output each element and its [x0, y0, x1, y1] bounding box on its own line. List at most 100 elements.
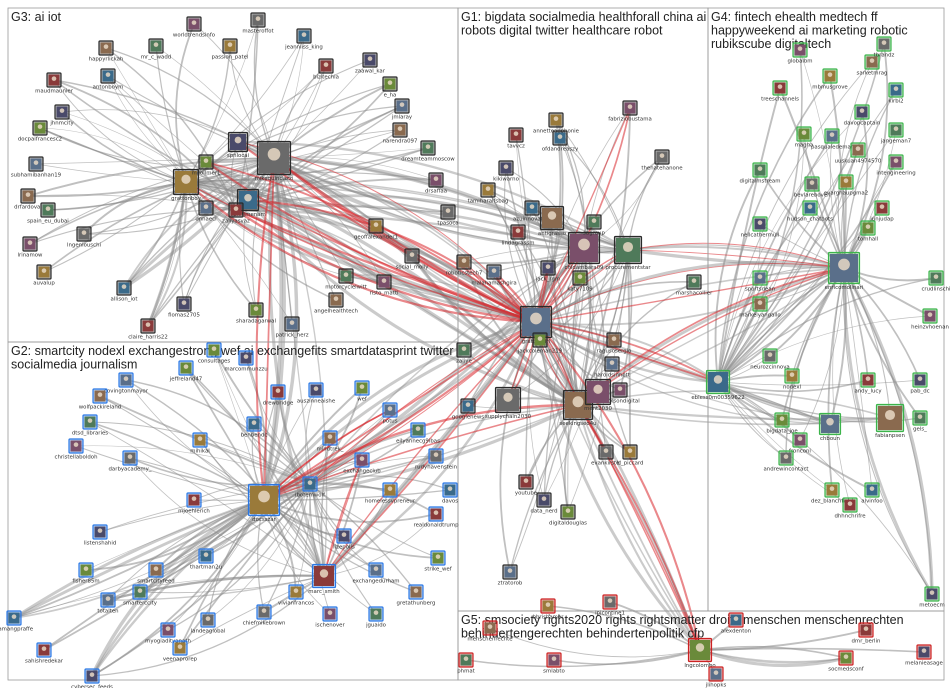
node-landeaglobal[interactable]: landeaglobal: [191, 612, 226, 635]
node-dez_blanchfield[interactable]: dez_blanchfield: [811, 482, 853, 505]
node-andy_lucy[interactable]: andy_lucy: [854, 372, 882, 395]
node-sportsdean[interactable]: sportsdean: [745, 270, 775, 293]
node-intengineering[interactable]: intengineering: [876, 154, 916, 177]
node-mvollmer1[interactable]: mvollmer1: [192, 154, 221, 177]
node-digitalmstream[interactable]: digitalmstream: [740, 162, 781, 185]
node-jack_rgm[interactable]: jack_rgm: [535, 260, 560, 283]
node-googlenews[interactable]: googlenews: [452, 398, 484, 421]
node-ofdandreaszy[interactable]: ofdandreaszy: [542, 130, 579, 153]
node-ischenover[interactable]: ischenover: [315, 606, 345, 629]
node-andrewincontact[interactable]: andrewincontact: [763, 450, 809, 473]
node-gretathunberg[interactable]: gretathunberg: [397, 584, 436, 607]
node-chboun[interactable]: chboun: [818, 412, 842, 443]
node-youtube[interactable]: youtube: [515, 474, 538, 497]
node-masteroffot[interactable]: masteroffot: [242, 12, 274, 35]
node-data_nerd[interactable]: data_nerd: [530, 492, 558, 515]
node-happyrlickah[interactable]: happyrlickah: [89, 40, 124, 63]
node-jmlaray[interactable]: jmlaray: [391, 98, 413, 121]
node-spain_eu_dubai[interactable]: spain_eu_dubai: [27, 202, 69, 225]
node-mr_c_wadd[interactable]: mr_c_wadd: [141, 38, 171, 61]
node-subhamibanhan19[interactable]: subhamibanhan19: [11, 156, 62, 179]
node-fiomas2705[interactable]: fiomas2705: [168, 296, 200, 319]
node-angelhealthtech[interactable]: angelhealthtech: [314, 292, 358, 315]
node-ebless0m00359622[interactable]: ebless0m00359622: [691, 369, 745, 402]
node-lrinamow[interactable]: lrinamow: [18, 236, 43, 259]
node-tamiharalfsbag[interactable]: tamiharalfsbag: [468, 182, 509, 205]
node-auvalup[interactable]: auvalup: [33, 264, 55, 287]
node-worldtrendsinfo[interactable]: worldtrendsinfo: [173, 16, 215, 39]
node-antonboym[interactable]: antonboym: [93, 68, 124, 91]
node-evarghaupgma2[interactable]: evarghaupgma2: [824, 174, 868, 197]
node-geoffalexander1[interactable]: geoffalexander1: [354, 218, 398, 241]
node-sharadagarwal[interactable]: sharadagarwal: [236, 302, 276, 325]
node-sagroup[interactable]: sagroup: [583, 214, 605, 237]
node-jeannliss_king[interactable]: jeannliss_king: [284, 28, 323, 51]
node-mbmusgrove[interactable]: mbmusgrove: [812, 68, 848, 91]
node-phmat[interactable]: phmat: [457, 652, 475, 675]
node-narendra097[interactable]: narendra097: [383, 122, 418, 145]
node-drfardoval[interactable]: drfardoval: [14, 188, 42, 211]
node-zaliyasvaz[interactable]: zaliyasvaz: [222, 202, 250, 225]
node-ericksondigital[interactable]: ericksondigital: [600, 382, 640, 405]
node-docsszar[interactable]: docsszar: [247, 483, 281, 524]
node-heinzvhoenan[interactable]: heinzvhoenan: [911, 308, 949, 331]
node-alexdenton[interactable]: alexdenton: [721, 612, 751, 635]
node-onnaeci[interactable]: onnaeci: [195, 200, 217, 223]
node-alvinfoo[interactable]: alvinfoo: [861, 482, 883, 505]
node-treeschannels[interactable]: treeschannels: [761, 80, 799, 103]
node-neurozcinnova[interactable]: neurozcinnova: [750, 348, 790, 371]
node-dhhnchrifre[interactable]: dhhnchrifre: [834, 497, 866, 520]
node-pasqualedemar[interactable]: pasqualedemar: [811, 128, 854, 151]
node-docpaifrancesc2[interactable]: docpaifrancesc2: [18, 120, 62, 143]
node-lngcolombo[interactable]: lngcolombo: [684, 637, 716, 670]
node-jlihopks[interactable]: jlihopks: [705, 666, 727, 688]
node-mindtrek_[interactable]: mindtrek_: [317, 430, 344, 453]
node-patrick_herz[interactable]: patrick_herz: [275, 316, 309, 339]
node-ragusosergio[interactable]: ragusosergio: [597, 332, 632, 355]
node-magha[interactable]: magha: [795, 126, 814, 149]
node-antigrasso[interactable]: antigrasso: [538, 205, 566, 238]
node-malahamashgira[interactable]: malahamashgira: [471, 264, 517, 287]
node-jguaido[interactable]: jguaido: [365, 606, 386, 629]
node-digitaldouglas[interactable]: digitaldouglas: [549, 504, 587, 527]
node-marshacollier[interactable]: marshacollier: [676, 274, 713, 297]
node-mjoehlerich[interactable]: mjoehlerich: [178, 492, 210, 515]
node-consultages[interactable]: consultages: [198, 342, 231, 365]
node-lindagrassm[interactable]: lindagrassm: [502, 224, 535, 247]
node-jangeman7[interactable]: jangeman7: [880, 122, 911, 145]
node-veenaprorep[interactable]: veenaprorep: [163, 640, 198, 663]
node-mikequindazzi[interactable]: mikequindazzi: [255, 140, 294, 183]
node-hamangpraffe[interactable]: hamangpraffe: [0, 610, 34, 633]
node-chiefmikebrown[interactable]: chiefmikebrown: [243, 604, 286, 627]
node-drsaffaa[interactable]: drsaffaa: [425, 172, 447, 195]
node-thenatehanone[interactable]: thenatehanone: [641, 149, 683, 172]
node-menschenrechte[interactable]: menschenrechte: [467, 620, 513, 643]
node-myogiadityanath[interactable]: myogiadityanath: [145, 622, 191, 645]
node-social_molly[interactable]: social_molly: [396, 248, 430, 271]
node-fisher85m[interactable]: fisher85m: [72, 562, 100, 585]
node-allison_iot[interactable]: allison_iot: [111, 280, 138, 303]
node-hudson_chatbots[interactable]: hudson_chatbots: [787, 200, 833, 223]
node-cybersec_feeds[interactable]: cybersec_feeds: [71, 668, 113, 688]
node-grattonboy[interactable]: grattonboy: [171, 168, 202, 203]
node-markelyangallo[interactable]: markelyangallo: [739, 296, 781, 319]
node-davopcaptain[interactable]: davopcaptain: [844, 104, 881, 127]
node-risto_matti[interactable]: risto_matti: [370, 274, 399, 297]
node-realdonaldtrump[interactable]: realdonaldtrump: [414, 506, 460, 529]
node-claire_harris22[interactable]: claire_harris22: [128, 318, 168, 341]
node-dtsd_libraries[interactable]: dtsd_libraries: [72, 414, 108, 437]
node-kirbi2[interactable]: kirbi2: [888, 82, 904, 105]
node-lc_piccard[interactable]: lc_piccard: [617, 444, 644, 467]
node-globalbm[interactable]: globalbm: [787, 42, 813, 65]
node-haroldsinnott[interactable]: haroldsinnott: [594, 356, 630, 379]
node-motorcyclelwitt[interactable]: motorcyclelwitt: [325, 268, 367, 291]
node-spnlocai[interactable]: spnlocai: [227, 131, 249, 160]
node-exchangedurham[interactable]: exchangedurham: [352, 562, 400, 585]
node-bevlarebovell[interactable]: bevlarebovell: [794, 176, 830, 199]
node-tomhall[interactable]: tomhall: [858, 220, 878, 243]
node-wef[interactable]: wef: [354, 380, 370, 403]
node-lizepolis[interactable]: lizepolis: [333, 528, 355, 551]
node-procurementstar[interactable]: procurementstar: [605, 235, 651, 272]
node-nellcathermull[interactable]: nellcathermull: [741, 216, 780, 239]
node-benbendc[interactable]: benbendc: [241, 416, 268, 439]
